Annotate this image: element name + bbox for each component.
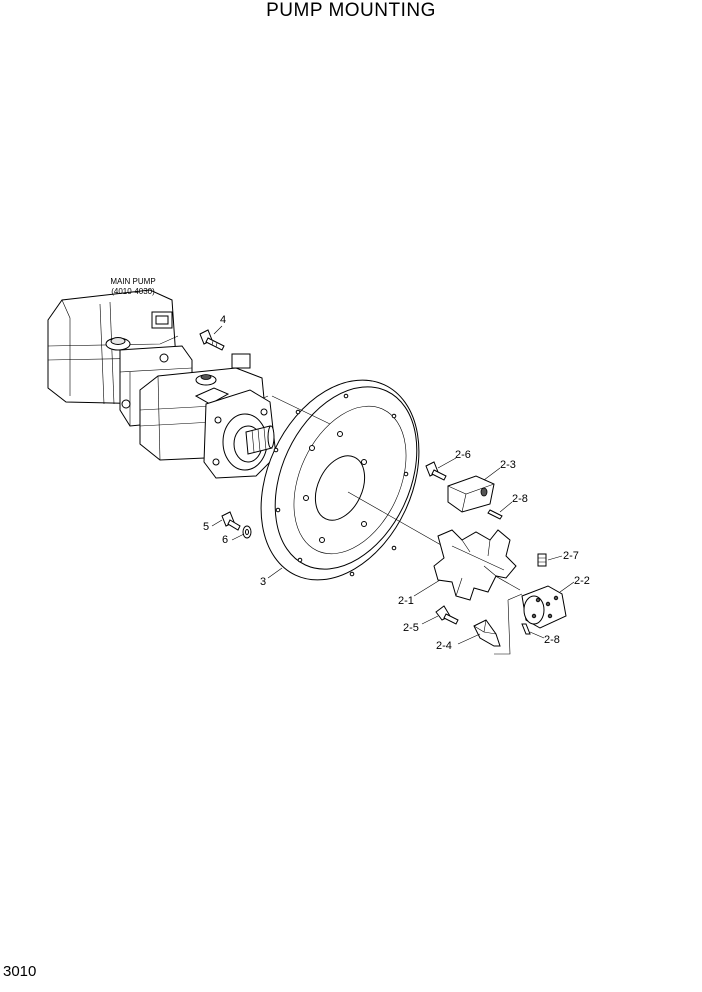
leader-line-2-1 (413, 579, 441, 597)
main-pump-sub-label: (4010-4030) (111, 287, 155, 296)
leader-line-6 (231, 533, 245, 541)
callout-2-4: 2-4 (436, 640, 452, 652)
leader-line-2-8a (499, 501, 513, 513)
bolt-part-5 (221, 511, 241, 531)
bolt-part-2-6 (425, 461, 447, 481)
bolt-part-4 (199, 329, 225, 351)
leader-line-2-4 (457, 633, 481, 645)
leader-line-2-7 (547, 555, 563, 561)
pin-part-2-8-lower (521, 623, 531, 635)
callout-2-1: 2-1 (398, 595, 414, 607)
callout-2-3: 2-3 (500, 459, 516, 471)
pin-part-2-8-upper (487, 509, 503, 520)
leader-line-4 (213, 325, 223, 335)
coupling-element-part-2-1 (433, 529, 517, 601)
assembly-bracket-line (494, 593, 523, 655)
leader-line-2-6 (437, 457, 457, 469)
main-pump-label: MAIN PUMP (110, 277, 155, 286)
callout-4: 4 (220, 314, 226, 326)
callout-2-7: 2-7 (563, 550, 579, 562)
callout-5: 5 (203, 521, 209, 533)
callout-2-5: 2-5 (403, 622, 419, 634)
flywheel-flange-part-3 (260, 379, 420, 581)
leader-line-2-3 (483, 467, 501, 481)
callout-2-6: 2-6 (455, 449, 471, 461)
leader-line-3 (267, 567, 283, 579)
main-pump (47, 289, 277, 479)
page-number: 3010 (3, 963, 37, 980)
set-screw-part-2-7 (537, 553, 547, 567)
bolt-part-2-5 (435, 605, 459, 625)
leader-line-2-5 (421, 615, 439, 625)
hub-part-2-2 (521, 585, 567, 629)
leader-line-2-8b (529, 631, 545, 639)
callout-2-2: 2-2 (574, 575, 590, 587)
callout-6: 6 (222, 534, 228, 546)
page-title: PUMP MOUNTING (266, 0, 436, 21)
tapered-pin-part-2-4 (473, 619, 501, 647)
block-part-2-3 (447, 475, 495, 513)
leader-line-2-2 (559, 581, 575, 593)
washer-part-6 (242, 525, 252, 539)
callout-3: 3 (260, 576, 266, 588)
callout-2-8b: 2-8 (544, 634, 560, 646)
leader-line-5 (211, 519, 223, 527)
callout-2-8a: 2-8 (512, 493, 528, 505)
